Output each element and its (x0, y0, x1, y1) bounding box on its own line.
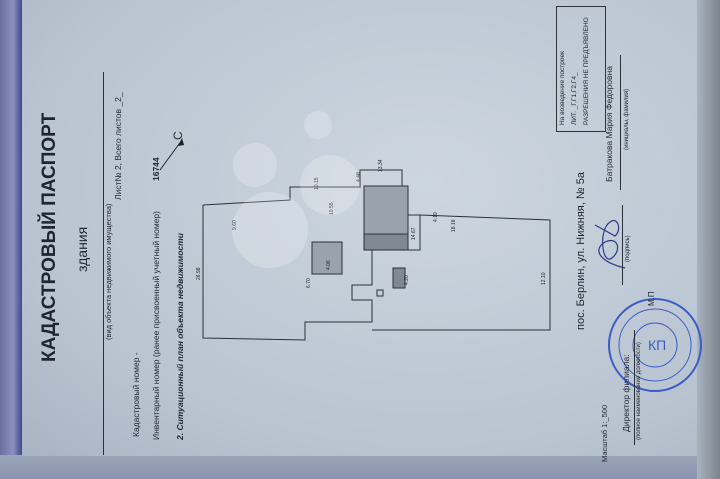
plan-label: 4.48 (356, 172, 362, 182)
position-caption: (полное наименование должности) (636, 342, 642, 440)
address: пос. Берлин, ул. Нижняя, № 5а (575, 172, 587, 330)
notice-line-3: РАЗРЕШЕНИЯ НЕ ПРЕДЪЯВЛЕНО (583, 17, 590, 125)
building-shed (392, 267, 406, 289)
signature (594, 220, 626, 269)
plan-label: 10.55 (329, 202, 335, 215)
buildings (311, 185, 409, 297)
plan-label: 14.67 (411, 227, 417, 240)
wallpaper-background (0, 0, 22, 479)
plan-label: 4.06 (326, 260, 332, 270)
position-underline (634, 330, 635, 445)
notice-line-1: На возведение построек (559, 51, 566, 125)
scale: Масштаб 1:_500 (600, 404, 609, 462)
official-seal: КП (608, 298, 702, 392)
underlying-paper (0, 455, 720, 479)
plan-label: 4.19 (433, 212, 439, 222)
plan-label: 4.20 (404, 275, 410, 285)
north-arrowhead (178, 138, 184, 146)
plan-label: 18.18 (451, 219, 457, 232)
building-secondary (311, 241, 343, 275)
sheet-edge (697, 0, 720, 479)
plan-dimension-labels: 26.98 18.18 10.55 13.34 4.19 9.60 10.15 … (196, 159, 547, 288)
signature-underline (622, 205, 623, 285)
notice-line-2: ЛИТ. _Г,Г1,Г2,Г4_ (571, 72, 578, 125)
seal-label: М.П (647, 291, 656, 306)
position: Директор филиала: (621, 354, 631, 432)
plan-label: 10.15 (314, 177, 320, 190)
object-type-underline (103, 72, 104, 455)
plan-label: 26.98 (196, 267, 202, 280)
signer-name-caption: (инициалы, фамилия) (624, 88, 630, 150)
plan-label: 9.60 (232, 220, 238, 230)
document-sheet (22, 0, 697, 456)
plan-label: 13.34 (378, 159, 384, 172)
svg-text:КП: КП (648, 337, 666, 353)
watermark-logo (232, 111, 360, 268)
plan-label: 6.70 (306, 278, 312, 288)
building-g4 (376, 289, 384, 297)
building-main (363, 185, 409, 235)
signer-name: Батракова Мария Федоровна (604, 66, 614, 182)
notice-box (556, 6, 606, 132)
signer-name-underline (620, 55, 621, 190)
building-annex (363, 233, 409, 251)
signature-caption: (подпись) (625, 235, 631, 262)
plan-label: 12.10 (541, 272, 547, 285)
north-arrow (159, 139, 183, 171)
